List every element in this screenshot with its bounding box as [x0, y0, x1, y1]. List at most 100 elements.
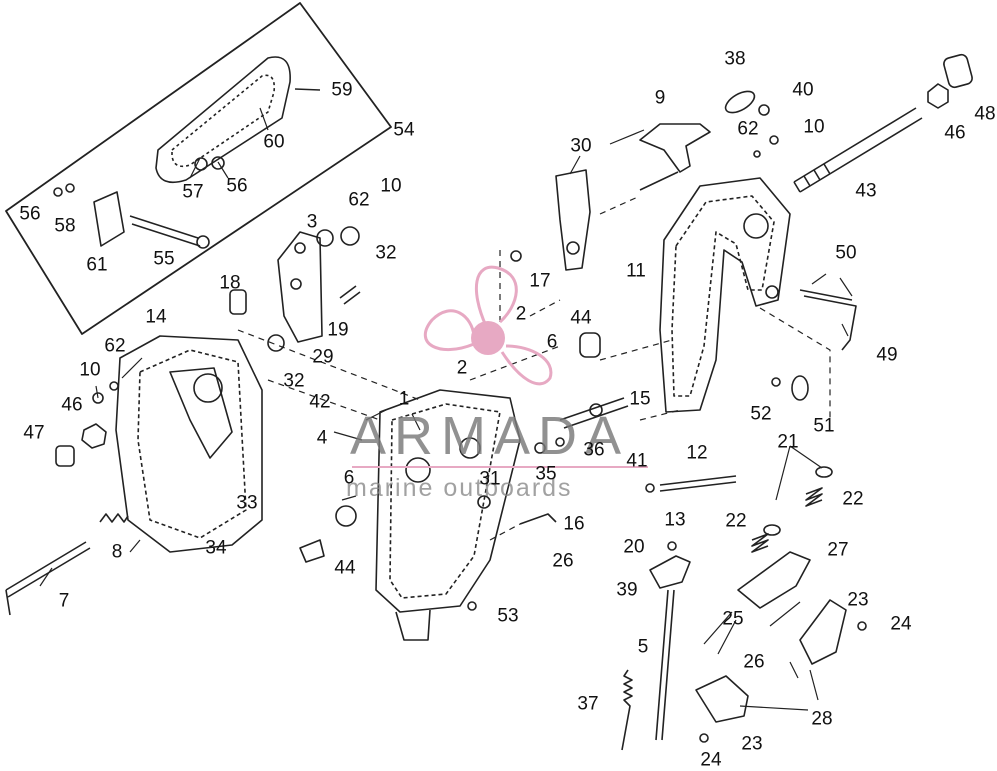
callout-46: 46 [944, 122, 966, 144]
part-39-bracket [649, 555, 691, 589]
part-1-inner [389, 403, 501, 599]
callout-12: 12 [686, 442, 708, 464]
part-8-spring [99, 513, 129, 523]
part-48-cap [943, 53, 973, 89]
callout-24: 24 [700, 749, 722, 771]
callout-27: 27 [827, 539, 849, 561]
callout-20: 20 [623, 536, 645, 558]
part-5-rod [655, 589, 675, 741]
callout-33: 33 [236, 492, 258, 514]
part-16-clip [519, 513, 557, 525]
part-27-lever [737, 551, 811, 609]
callout-49: 49 [876, 344, 898, 366]
callout-32: 32 [283, 370, 305, 392]
callout-37: 37 [577, 693, 599, 715]
callout-58: 58 [54, 215, 76, 237]
callout-43: 43 [855, 180, 877, 202]
part-15-shaft [559, 397, 629, 429]
callout-44: 44 [334, 557, 356, 579]
callout-31: 31 [479, 468, 501, 490]
callout-29: 29 [312, 346, 334, 368]
part-60-inner [171, 74, 276, 168]
callout-17: 17 [529, 270, 551, 292]
part-9-lever [639, 123, 711, 173]
watermark-subtitle: marine outboards [346, 474, 573, 502]
callout-34: 34 [205, 537, 227, 559]
callout-40: 40 [792, 79, 814, 101]
part-1-housing [375, 389, 521, 613]
part-12-bolt [659, 475, 737, 492]
callout-18: 18 [219, 272, 241, 294]
callout-24: 24 [890, 613, 912, 635]
callout-62: 62 [737, 118, 759, 140]
part-22-spring-left [751, 533, 769, 553]
callout-59: 59 [331, 79, 353, 101]
callout-38: 38 [724, 48, 746, 70]
callout-11: 11 [626, 260, 646, 282]
callout-44: 44 [570, 307, 592, 329]
watermark-title: ARMADA [350, 406, 630, 466]
part-23-pawl-lower [695, 675, 749, 723]
part-23-pawl-upper [799, 599, 847, 665]
callout-57: 57 [182, 181, 204, 203]
callout-10: 10 [803, 116, 825, 138]
callout-54: 54 [393, 119, 415, 141]
callout-32: 32 [375, 242, 397, 264]
callout-9: 9 [654, 87, 666, 109]
part-55-bolt [129, 215, 201, 247]
part-22-spring-right [805, 487, 823, 507]
part-60-plate [155, 56, 291, 184]
callout-61: 61 [86, 254, 108, 276]
callout-26: 26 [552, 550, 574, 572]
callout-56: 56 [226, 175, 248, 197]
part-61-bracket [93, 191, 125, 247]
callout-23: 23 [741, 733, 763, 755]
callout-16: 16 [563, 513, 585, 535]
callout-53: 53 [497, 605, 519, 627]
callout-10: 10 [380, 175, 402, 197]
part-29-bracket [277, 231, 323, 343]
callout-42: 42 [309, 391, 331, 413]
callout-23: 23 [847, 589, 869, 611]
callout-13: 13 [664, 509, 686, 531]
callout-3: 3 [306, 211, 318, 233]
callout-10: 10 [79, 359, 101, 381]
part-50-lever [799, 289, 857, 351]
callout-36: 36 [583, 439, 605, 461]
callout-8: 8 [111, 541, 123, 563]
part-7-lever [5, 541, 91, 616]
callout-22: 22 [725, 510, 747, 532]
propeller-logo-icon [423, 265, 553, 386]
part-30-bracket [555, 169, 591, 271]
callout-51: 51 [813, 415, 835, 437]
callout-46: 46 [61, 394, 83, 416]
part-38-plate [724, 90, 756, 114]
watermark-divider [352, 466, 648, 468]
callout-6: 6 [546, 331, 558, 353]
callout-14: 14 [145, 306, 167, 328]
callout-41: 41 [626, 450, 648, 472]
part-11-inner [671, 195, 775, 397]
callout-50: 50 [835, 242, 857, 264]
callout-62: 62 [104, 335, 126, 357]
part-14-housing [115, 335, 263, 553]
callout-4: 4 [316, 427, 328, 449]
callout-39: 39 [616, 579, 638, 601]
callout-1: 1 [398, 388, 410, 410]
callout-25: 25 [722, 608, 744, 630]
callout-35: 35 [535, 463, 557, 485]
callout-30: 30 [570, 135, 592, 157]
callout-2: 2 [456, 357, 468, 379]
callout-56: 56 [19, 203, 41, 225]
part-37-spring [621, 669, 633, 751]
callout-22: 22 [842, 488, 864, 510]
callout-2: 2 [515, 303, 527, 325]
callout-48: 48 [974, 103, 996, 125]
callout-7: 7 [58, 590, 70, 612]
part-14-inner [137, 349, 247, 539]
callout-6: 6 [343, 467, 355, 489]
inset-kit-frame [5, 2, 392, 335]
part-11-bracket [659, 177, 791, 413]
